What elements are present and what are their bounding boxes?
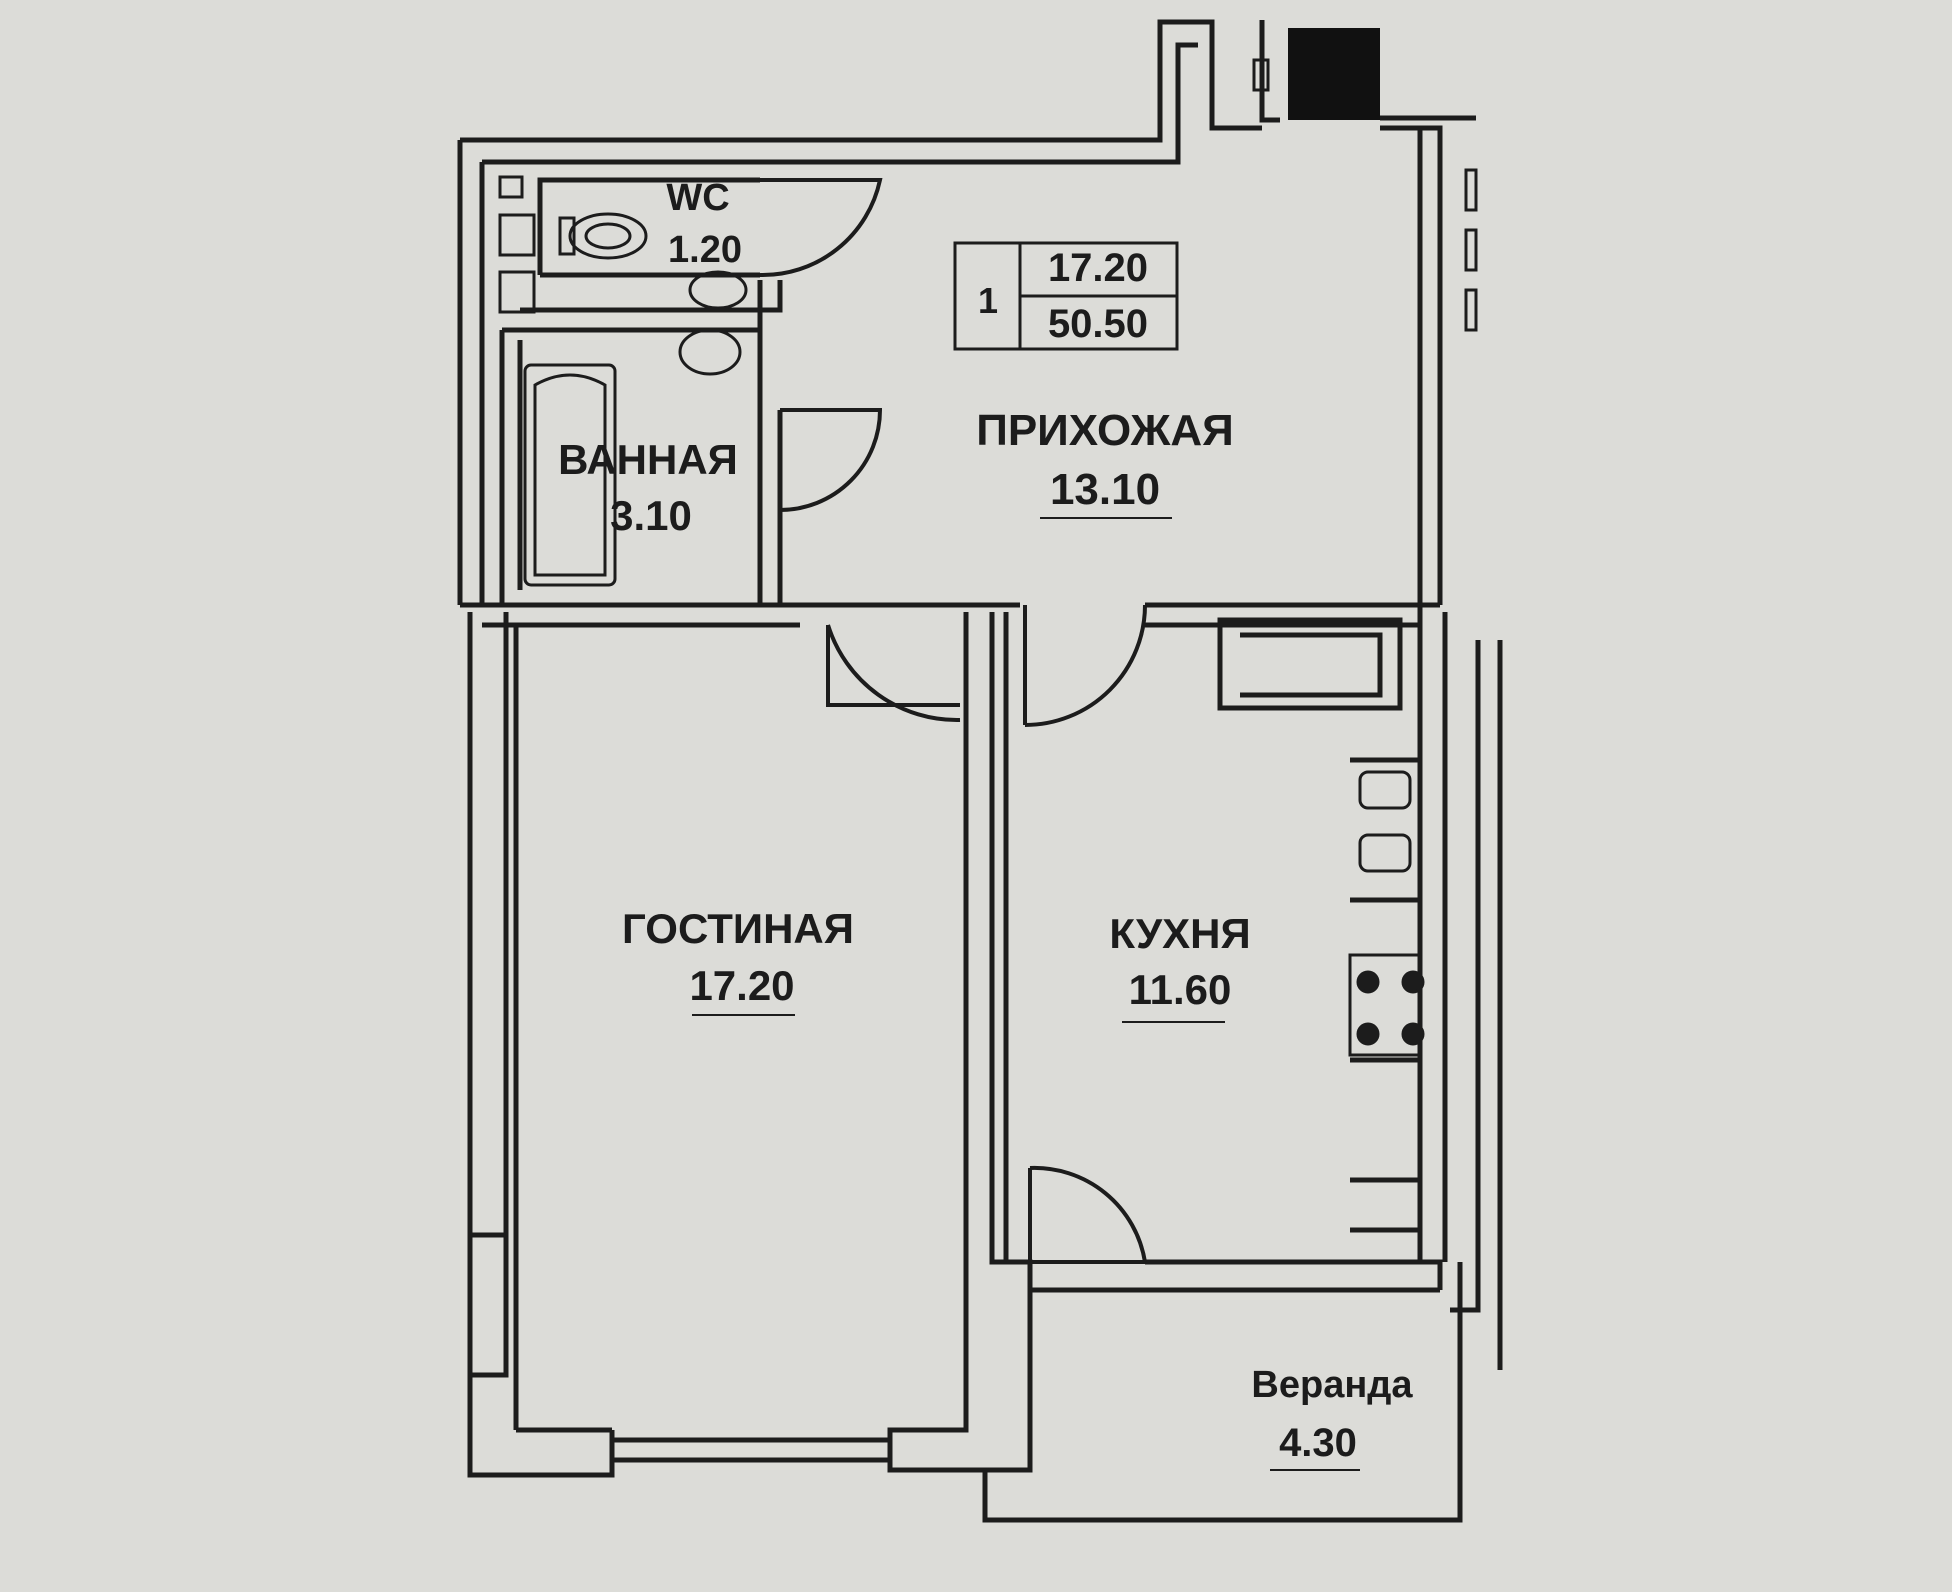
- outer-wall-top-inner: [482, 42, 1198, 165]
- shaft-wall: [1259, 20, 1280, 123]
- window-right-1: [1464, 168, 1478, 212]
- kitchen-sink-1: [1358, 770, 1412, 810]
- toilet: [568, 212, 648, 260]
- veranda-name: Веранда: [1251, 1364, 1413, 1406]
- living-left-outer: [467, 612, 615, 1478]
- bathtub-inner: [533, 373, 607, 577]
- kitchen-area: 11.60: [1129, 966, 1232, 1013]
- door-veranda: [1028, 1168, 1145, 1264]
- wc-area: 1.20: [668, 229, 742, 271]
- window-right-3: [1464, 288, 1478, 332]
- stove-burner-3: [1356, 1022, 1380, 1046]
- bathroom-name: ВАННАЯ: [558, 436, 738, 483]
- door-living: [826, 625, 960, 707]
- hallway-area: 13.10: [1050, 465, 1160, 514]
- stove-burner-2: [1401, 970, 1425, 994]
- door-living-arc: [826, 624, 961, 723]
- fridge-inner: [1240, 632, 1383, 698]
- shelf-3: [498, 175, 524, 199]
- hallway-name: ПРИХОЖАЯ: [976, 406, 1234, 455]
- living-left-inner: [472, 1235, 509, 1378]
- veranda-area: 4.30: [1279, 1421, 1357, 1465]
- kitchen-sink-2: [1358, 833, 1412, 873]
- veranda-bottom: [982, 1262, 1463, 1523]
- total-area-value: 50.50: [1048, 302, 1148, 346]
- rooms-count: 1: [978, 280, 998, 321]
- apartment-info-box: 1 17.20 50.50: [953, 241, 1179, 351]
- window-right-2: [1464, 228, 1478, 272]
- outer-wall-top-right2: [1380, 125, 1443, 158]
- door-wc: [759, 178, 883, 278]
- wc-tank: [558, 216, 576, 256]
- living-right-wall: [887, 612, 1033, 1473]
- wc-name: WC: [666, 177, 729, 219]
- door-veranda-arc: [1029, 1165, 1147, 1263]
- outer-wall-top: [460, 19, 1262, 143]
- vent-block: [1288, 28, 1380, 120]
- stove-burner-4: [1401, 1022, 1425, 1046]
- door-bath: [779, 408, 883, 512]
- kitchen-right-window: [1450, 640, 1481, 1313]
- living-area: 17.20: [689, 962, 794, 1009]
- bathroom-area: 3.10: [610, 492, 692, 539]
- living-area-value: 17.20: [1048, 246, 1148, 290]
- vent-small: [1252, 58, 1270, 92]
- bath-sink: [678, 328, 742, 376]
- bath-top-wall2: [520, 280, 783, 313]
- door-kitchen-arc: [1024, 604, 1147, 727]
- shelf-1: [498, 213, 536, 257]
- stove-burner-1: [1356, 970, 1380, 994]
- bathtub: [523, 363, 617, 587]
- kitchen-bottom-wall: [1145, 1259, 1443, 1290]
- toilet-inner: [584, 222, 632, 250]
- wc-wall: [537, 177, 760, 275]
- kitchen-name: КУХНЯ: [1109, 910, 1250, 957]
- stove: [1348, 953, 1422, 1057]
- fridge: [1217, 617, 1403, 711]
- living-name: ГОСТИНАЯ: [622, 905, 854, 952]
- wc-sink: [688, 270, 748, 310]
- shelf-2: [498, 270, 536, 314]
